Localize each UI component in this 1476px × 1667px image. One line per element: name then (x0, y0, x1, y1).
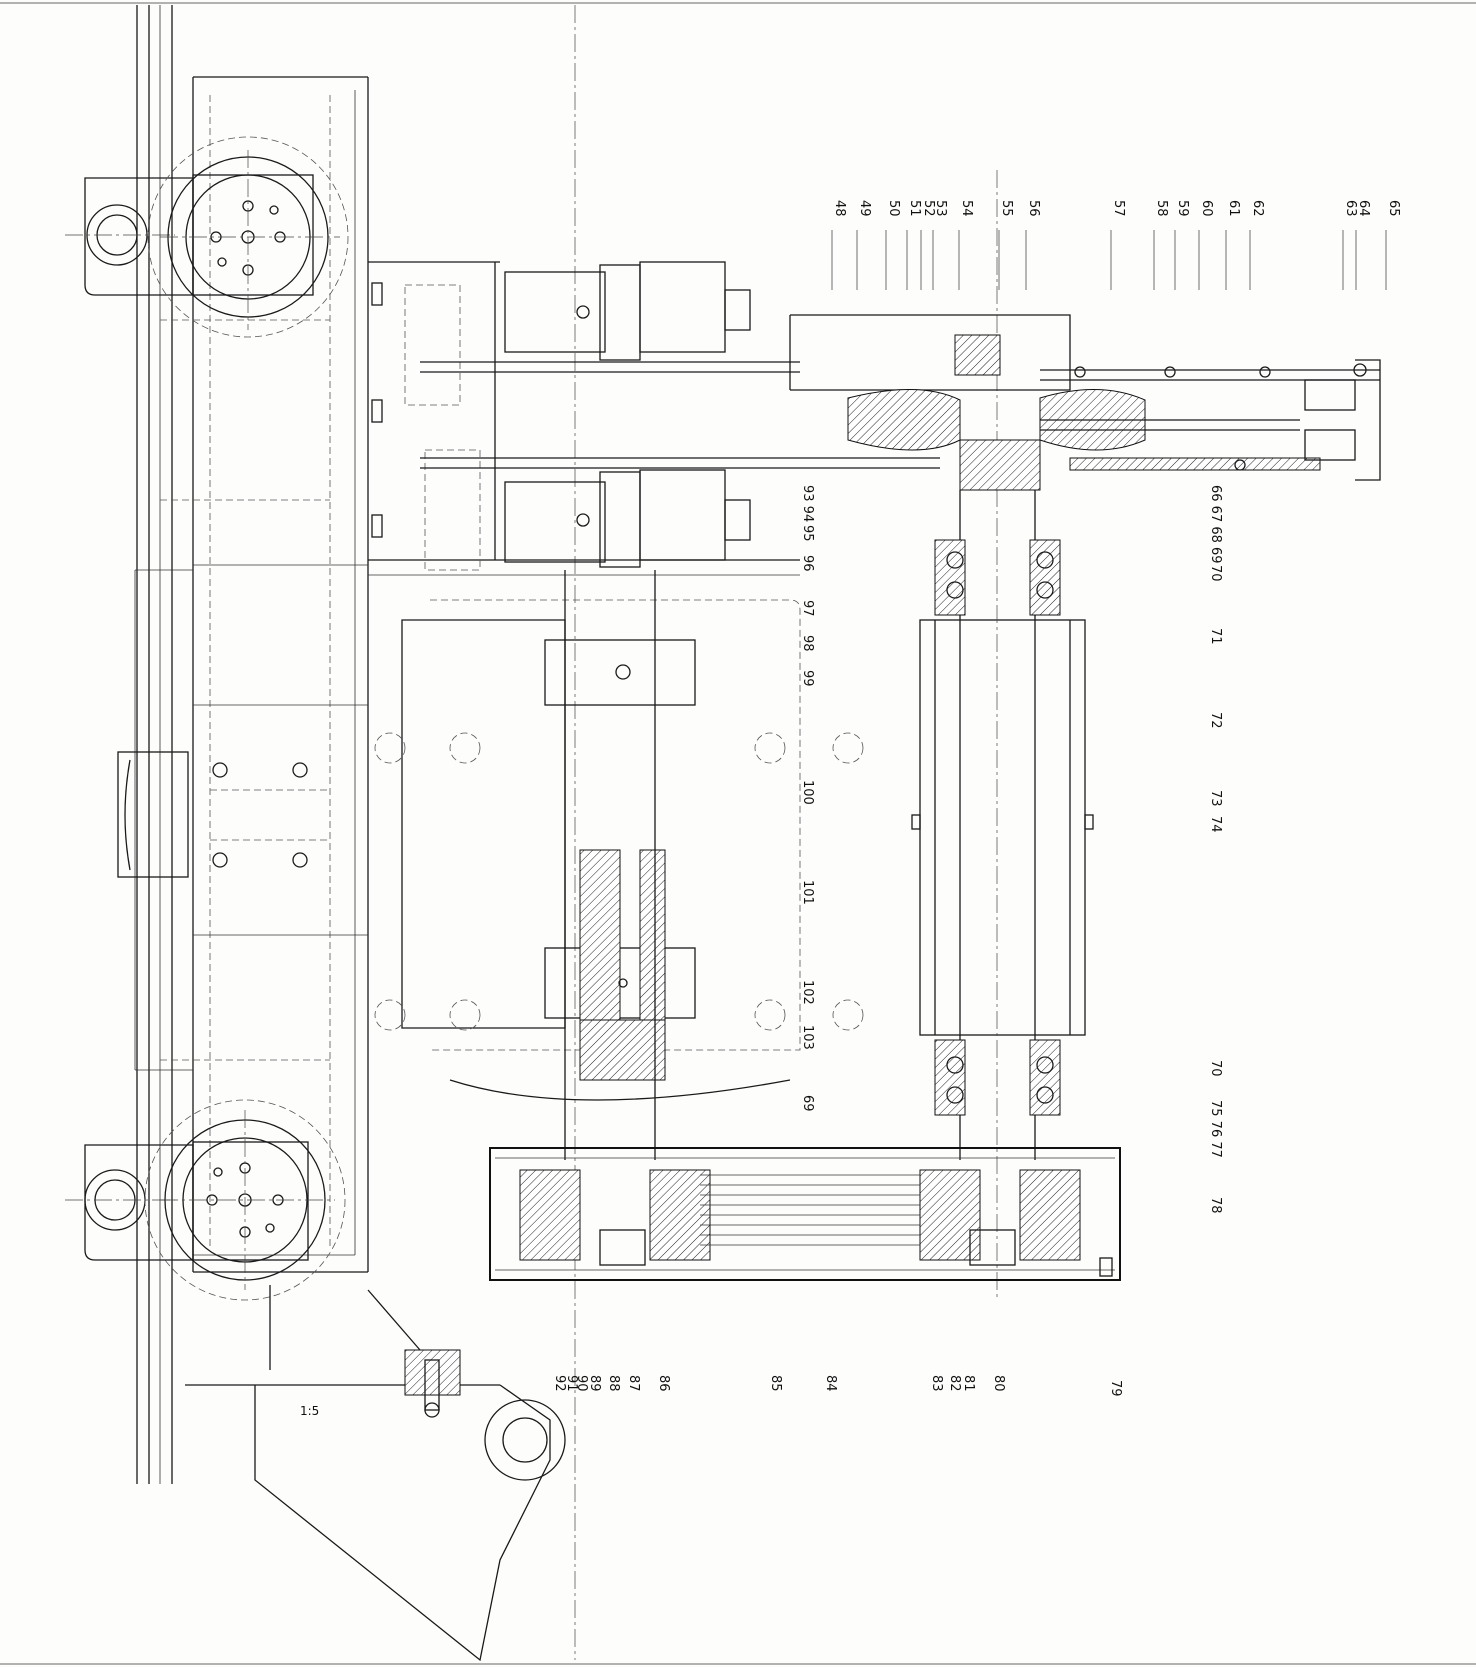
callout-label: 82 (947, 1375, 962, 1392)
callout-label: 60 (1199, 200, 1214, 217)
callout-label: 48 (832, 200, 847, 217)
callout-label: 86 (656, 1375, 671, 1392)
callout-label: 85 (768, 1375, 783, 1392)
callout-label: 58 (1154, 200, 1169, 217)
callout-label: 72 (1208, 712, 1223, 729)
callout-label: 79 (1108, 1380, 1123, 1397)
bottom-wheel-assembly (65, 1099, 346, 1301)
callout-label: 95 (800, 525, 815, 542)
callout-label: 101 (800, 880, 815, 905)
vertical-tube (911, 170, 1094, 1300)
callout-label: 70 (1208, 565, 1223, 582)
callout-label: 84 (823, 1375, 838, 1392)
callout-label: 69 (800, 1095, 815, 1112)
pulley-housing (489, 1147, 1121, 1281)
callout-label: 71 (1208, 628, 1223, 645)
callout-label: 80 (991, 1375, 1006, 1392)
callout-label: 96 (800, 555, 815, 572)
top-hub (789, 314, 1381, 491)
callout-label: 57 (1111, 200, 1126, 217)
middle-bracket (117, 751, 330, 878)
lower-bracket: 1:5 (254, 1285, 566, 1662)
callout-label: 98 (800, 635, 815, 652)
callout-label: 70 (1208, 1060, 1223, 1077)
callout-label: 99 (800, 670, 815, 687)
callout-label: 61 (1226, 200, 1241, 217)
callouts-mid: 93 94 95 96 97 98 99 100 101 102 103 69 (800, 485, 815, 1112)
callout-label: 89 (587, 1375, 602, 1392)
main-frame (134, 76, 500, 1386)
top-wheel-assembly (65, 136, 349, 338)
callout-label: 78 (1208, 1197, 1223, 1214)
callout-label: 93 94 (800, 485, 815, 522)
gearbox (374, 570, 864, 1160)
callout-label: 74 (1208, 816, 1223, 833)
callout-label: 55 (999, 200, 1014, 217)
callout-label: 62 (1250, 200, 1265, 217)
callout-label: 65 (1386, 200, 1401, 217)
callout-label: 51 (907, 200, 922, 217)
callout-label: 59 (1175, 200, 1190, 217)
callout-label: 75 76 77 (1208, 1100, 1223, 1158)
callout-label: 97 (800, 600, 815, 617)
callout-label: 83 (929, 1375, 944, 1392)
callout-label: 73 (1208, 790, 1223, 807)
callout-label: 66 67 68 69 (1208, 485, 1223, 564)
callout-label: 87 (626, 1375, 641, 1392)
callout-label: 64 (1356, 200, 1371, 217)
callout-label: 49 (857, 200, 872, 217)
callout-label: 92 (552, 1375, 567, 1392)
callout-label: 103 (800, 1025, 815, 1050)
callout-label: 88 (606, 1375, 621, 1392)
callout-label: 53 (933, 200, 948, 217)
callout-label: 90 (574, 1375, 589, 1392)
callout-label: 63 (1343, 200, 1358, 217)
upper-actuators (368, 261, 940, 576)
callout-label: 102 (800, 980, 815, 1005)
callout-label: 52 (921, 200, 936, 217)
scale-label: 1:5 (300, 1404, 319, 1418)
callout-label: 81 (961, 1375, 976, 1392)
callout-label: 56 (1026, 200, 1041, 217)
callout-label: 91 (564, 1375, 579, 1392)
callout-label: 54 (959, 200, 974, 217)
callout-label: 50 (886, 200, 901, 217)
callout-label: 100 (800, 780, 815, 805)
